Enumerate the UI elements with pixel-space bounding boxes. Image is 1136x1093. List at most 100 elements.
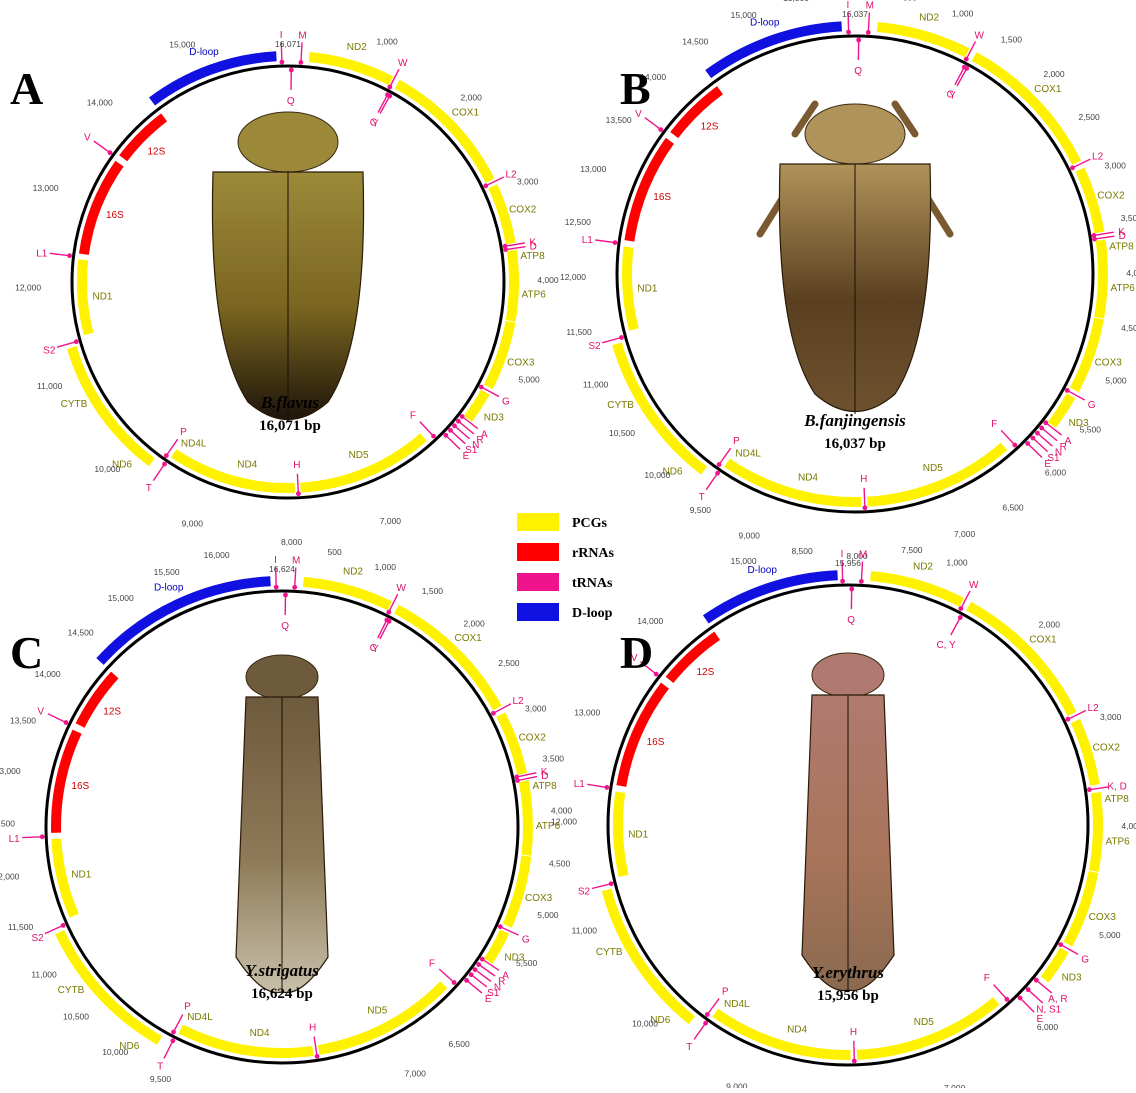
gene-label: 16S: [106, 210, 124, 221]
trna-marker: [1070, 165, 1075, 170]
trna-marker: [609, 881, 614, 886]
gene-arc-atp6: [511, 264, 514, 321]
gene-label: COX1: [1029, 634, 1057, 645]
trna-label: L2: [505, 170, 517, 181]
trna-marker: [443, 433, 448, 438]
gene-label: ND4L: [735, 449, 761, 460]
scale-tick-label: 3,500: [1121, 213, 1136, 223]
trna-marker: [705, 1012, 710, 1017]
scale-tick-label: 11,000: [31, 970, 57, 980]
trna-label: L1: [574, 779, 586, 790]
trna-marker: [491, 711, 496, 716]
trna-label: V: [84, 132, 91, 143]
scale-tick-label: 3,000: [1100, 712, 1122, 722]
trna-marker: [108, 150, 113, 155]
trna-marker: [1065, 388, 1070, 393]
insect-head: [246, 655, 318, 699]
trna-tick: [22, 837, 42, 838]
insect-head: [238, 112, 338, 172]
trna-label: T: [157, 1062, 163, 1073]
scale-tick-label: 6,000: [1045, 467, 1067, 477]
gene-label: COX1: [1034, 84, 1062, 95]
trna-label: P: [722, 986, 729, 997]
trna-marker: [866, 30, 871, 35]
gene-arc-atp8: [524, 781, 526, 795]
trna-marker: [386, 610, 391, 615]
trna-marker: [619, 335, 624, 340]
trna-marker: [387, 85, 392, 90]
trna-label: G: [1081, 954, 1089, 965]
trna-label: Y: [372, 118, 379, 129]
panel-letter: D: [620, 627, 653, 678]
trna-label: Q: [847, 615, 855, 626]
trna-label: F: [984, 973, 990, 984]
panel-letter: A: [10, 63, 43, 114]
gene-label: ND4: [250, 1028, 270, 1039]
gene-arc-atp6: [526, 795, 528, 855]
scale-tick-label: 13,000: [580, 164, 606, 174]
trna-label: D: [530, 242, 537, 253]
gene-label: COX2: [509, 204, 537, 215]
scale-tick-label: 10,500: [63, 1012, 89, 1022]
gene-label: 12S: [103, 706, 121, 717]
scale-tick-label: 10,500: [609, 428, 635, 438]
gene-label: 16S: [647, 737, 665, 748]
scale-tick-label: 8,500: [791, 546, 813, 556]
scale-tick-label: 12,000: [551, 816, 577, 826]
gene-arc-atp6: [1094, 807, 1098, 871]
trna-marker: [840, 579, 845, 584]
trna-marker: [958, 615, 963, 620]
trna-marker: [456, 419, 461, 424]
genome-length: 16,071 bp: [259, 418, 321, 434]
gene-label: ND4: [237, 460, 257, 471]
trna-marker: [849, 587, 854, 592]
scale-tick-label: 15,000: [731, 556, 757, 566]
scale-tick-label: 5,000: [1105, 376, 1127, 386]
scale-tick-label: 7,000: [405, 1068, 427, 1078]
trna-marker: [1034, 978, 1039, 983]
gene-label: ATP8: [1105, 794, 1130, 805]
trna-label: L1: [36, 248, 48, 259]
trna-label: Q: [281, 621, 289, 632]
gene-label: ND3: [1062, 972, 1082, 983]
gene-label: 16S: [71, 781, 89, 792]
scale-tick-label: 10,000: [644, 470, 670, 480]
trna-label: T: [146, 483, 152, 494]
trna-marker: [274, 585, 279, 590]
trna-label: F: [410, 410, 416, 421]
trna-marker: [61, 923, 66, 928]
trna-marker: [498, 924, 503, 929]
scale-tick-label: 3,000: [1105, 160, 1127, 170]
scale-tick-label: 500: [328, 547, 342, 557]
scale-tick-label: 12,500: [565, 217, 591, 227]
scale-tick-label: 12,500: [0, 819, 15, 829]
scale-tick-label: 16,000: [204, 550, 230, 560]
legend-swatch: [517, 513, 559, 531]
panel-letter: B: [620, 63, 651, 114]
trna-marker: [1012, 443, 1017, 448]
trna-marker: [717, 462, 722, 467]
scale-tick-label: 11,500: [8, 922, 34, 932]
trna-marker: [452, 423, 457, 428]
gene-label: COX3: [525, 893, 553, 904]
trna-label: T: [699, 492, 705, 503]
insect-head: [805, 104, 905, 164]
scale-tick-label: 11,500: [566, 327, 592, 337]
trna-marker: [715, 471, 720, 476]
scale-tick-label: 5,500: [1080, 425, 1102, 435]
trna-marker: [162, 462, 167, 467]
scale-tick-label: 5,000: [1099, 930, 1121, 940]
gene-label: 12S: [148, 147, 166, 158]
gene-label: CYTB: [61, 399, 88, 410]
species-name: Y.strigatus: [245, 961, 319, 980]
trna-marker: [469, 972, 474, 977]
trna-marker: [480, 957, 485, 962]
gene-label: ND5: [914, 1017, 934, 1028]
gene-label: ND1: [71, 870, 91, 881]
trna-label: Q: [854, 66, 862, 77]
scale-tick-label: 13,500: [606, 115, 632, 125]
trna-marker: [473, 967, 478, 972]
trna-marker: [1035, 431, 1040, 436]
trna-marker: [452, 980, 457, 985]
